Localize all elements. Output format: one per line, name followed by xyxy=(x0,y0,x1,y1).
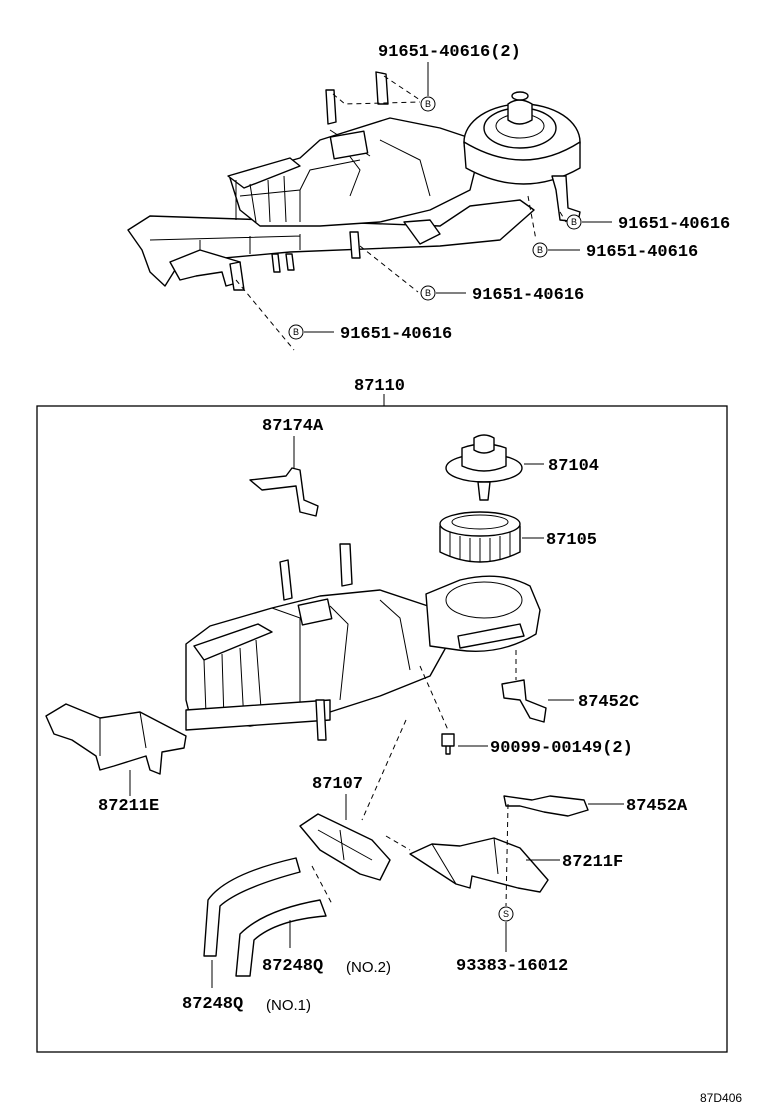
label-bolt-right-a: 91651-40616 xyxy=(618,215,730,234)
svg-text:B: B xyxy=(425,99,431,109)
label-bottom-screw: 93383-16012 xyxy=(456,957,568,976)
hose-no1 xyxy=(203,857,301,957)
heater-unit-body xyxy=(185,543,541,741)
label-fan: 87105 xyxy=(546,531,597,550)
label-bracket: 87174A xyxy=(262,417,324,436)
svg-text:B: B xyxy=(293,327,299,337)
svg-text:B: B xyxy=(537,245,543,255)
bolt-badge-right-b: B xyxy=(532,242,548,258)
bracket-87174a xyxy=(249,467,319,517)
label-hose-1-note: (NO.1) xyxy=(266,997,311,1014)
blower-motor xyxy=(445,434,523,501)
blower-fan xyxy=(439,511,521,563)
svg-text:S: S xyxy=(503,909,509,919)
svg-text:B: B xyxy=(571,217,577,227)
label-hose-1: 87248Q xyxy=(182,995,243,1014)
stay-87452c xyxy=(501,679,547,723)
label-bolt-right-b: 91651-40616 xyxy=(586,243,698,262)
top-blower-assembly xyxy=(127,71,581,291)
duct-87211f xyxy=(409,837,549,893)
bolt-badge-left: B xyxy=(288,324,304,340)
label-duct-e: 87211E xyxy=(98,797,159,816)
label-motor: 87104 xyxy=(548,457,599,476)
label-bolt-left: 91651-40616 xyxy=(340,325,452,344)
bolt-badge-top: B xyxy=(420,96,436,112)
hose-no2 xyxy=(235,899,327,977)
label-assembly: 87110 xyxy=(354,377,405,396)
duct-87211e xyxy=(45,703,187,775)
stay-87452a xyxy=(503,795,589,817)
label-screw-2: 90099-00149(2) xyxy=(490,739,633,758)
diagram-code: 87D406 xyxy=(700,1091,742,1105)
bolt-badge-right-a: B xyxy=(566,214,582,230)
duct-87107 xyxy=(299,813,391,881)
label-duct-f: 87211F xyxy=(562,853,623,872)
label-stay-c: 87452C xyxy=(578,693,639,712)
svg-text:B: B xyxy=(425,288,431,298)
top-leader-lines xyxy=(235,62,612,351)
label-bolt-mid: 91651-40616 xyxy=(472,286,584,305)
assembly-frame xyxy=(36,405,728,1053)
label-stay-a: 87452A xyxy=(626,797,688,816)
bolt-badge-mid: B xyxy=(420,285,436,301)
label-duct-center: 87107 xyxy=(312,775,363,794)
screw-90099 xyxy=(441,733,455,755)
screw-badge: S xyxy=(498,906,514,922)
label-hose-2-note: (NO.2) xyxy=(346,959,391,976)
label-hose-2: 87248Q xyxy=(262,957,323,976)
label-bolt-top-qty2: 91651-40616(2) xyxy=(378,43,521,62)
